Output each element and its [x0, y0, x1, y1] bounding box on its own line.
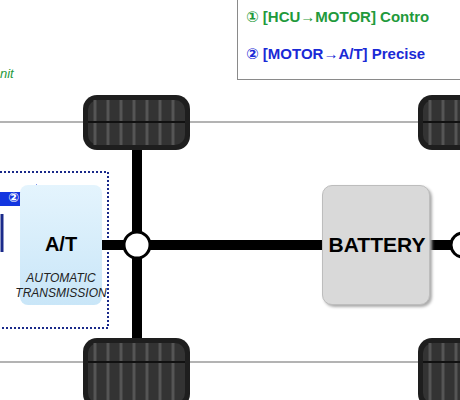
legend-entry: ② [MOTOR→A/T] Precise	[246, 45, 425, 63]
guide-line	[0, 121, 460, 123]
tire-symbol	[418, 95, 460, 150]
component-name: BATTERY	[317, 233, 437, 257]
component-name: A/T	[20, 233, 102, 256]
unit-boundary	[0, 172, 108, 328]
tire-symbol	[83, 338, 190, 400]
component-box: BATTERY	[322, 185, 430, 305]
legend-box: ① [HCU→MOTOR] Contro ② [MOTOR→A/T] Precis…	[237, 0, 460, 80]
tire-symbol	[418, 338, 460, 400]
signal-line	[1, 214, 4, 252]
legend-entry: ① [HCU→MOTOR] Contro	[246, 8, 429, 26]
guide-line	[0, 361, 460, 363]
differential-symbol	[124, 232, 150, 258]
callout-number: ②	[8, 190, 19, 205]
component-box: A/TAUTOMATIC TRANSMISSION	[20, 185, 102, 305]
tire-symbol	[83, 95, 190, 150]
component-subtitle: AUTOMATIC TRANSMISSION	[10, 271, 112, 301]
cut-label: nit	[0, 66, 14, 81]
differential-symbol	[451, 233, 460, 257]
